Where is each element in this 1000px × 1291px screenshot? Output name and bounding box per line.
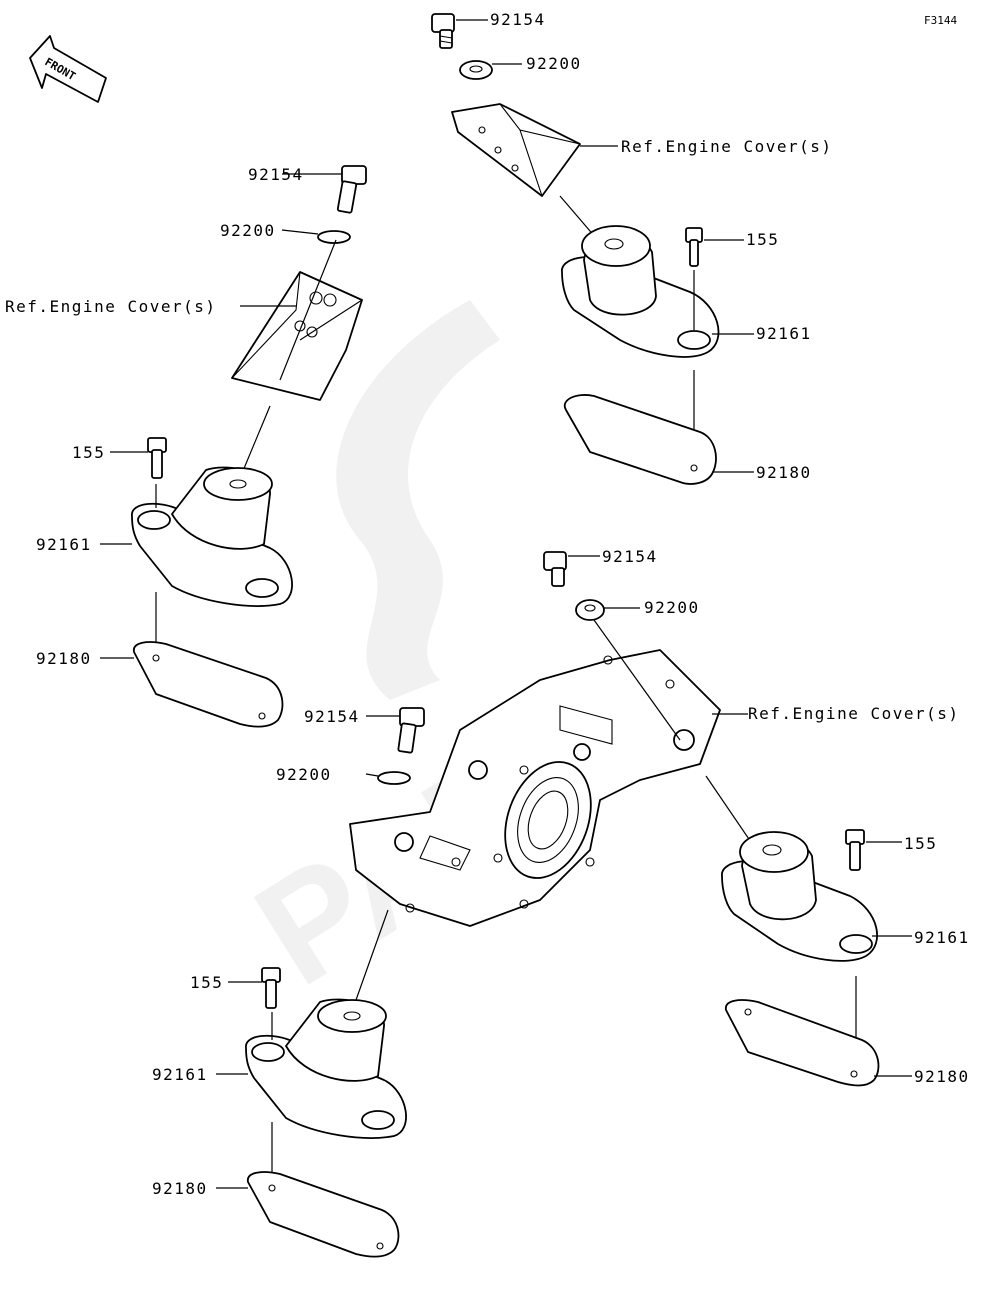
small-bolt-icon (147, 437, 167, 479)
label-ref-engine-cover-top: Ref.Engine Cover(s) (621, 137, 833, 156)
gasket-icon (247, 1171, 400, 1258)
part-labels: 92154 92200 Ref.Engine Cover(s) 155 9216… (5, 10, 970, 1198)
label-92161-top: 92161 (756, 324, 812, 343)
label-92161-lower: 92161 (152, 1065, 208, 1084)
label-ref-engine-cover-left: Ref.Engine Cover(s) (5, 297, 217, 316)
label-92200-center: 92200 (644, 598, 700, 617)
label-ref-engine-cover-center: Ref.Engine Cover(s) (748, 704, 960, 723)
engine-mount-icon (131, 466, 293, 607)
engine-mount-icon (561, 225, 720, 358)
label-92200-left: 92200 (220, 221, 276, 240)
label-92180-left: 92180 (36, 649, 92, 668)
assembly-lower-left (216, 707, 425, 1258)
label-92154-lower: 92154 (304, 707, 360, 726)
label-92200-lower: 92200 (276, 765, 332, 784)
label-92154-top: 92154 (490, 10, 546, 29)
label-92180-right: 92180 (914, 1067, 970, 1086)
washer-icon (575, 599, 605, 621)
label-92180-lower: 92180 (152, 1179, 208, 1198)
engine-mount-icon (245, 998, 407, 1139)
gasket-icon (133, 641, 284, 728)
label-92154-left: 92154 (248, 165, 304, 184)
bolt-icon (397, 707, 425, 754)
label-92161-right: 92161 (914, 928, 970, 947)
engine-cover-bracket-icon (451, 103, 581, 197)
label-92154-center: 92154 (602, 547, 658, 566)
label-92200-top: 92200 (526, 54, 582, 73)
assembly-left (100, 165, 367, 728)
label-155-top: 155 (746, 230, 779, 249)
front-arrow-icon: FRONT (29, 35, 107, 103)
washer-icon (377, 771, 411, 785)
gasket-icon (725, 999, 880, 1087)
label-155-lower: 155 (190, 973, 223, 992)
label-92161-left: 92161 (36, 535, 92, 554)
washer-icon (459, 60, 493, 80)
label-155-right: 155 (904, 834, 937, 853)
bolt-icon (431, 13, 455, 49)
figure-code: F3144 (924, 14, 957, 27)
bolt-icon (543, 551, 567, 587)
assembly-top-right (431, 13, 754, 485)
small-bolt-icon (845, 829, 865, 871)
washer-icon (317, 230, 351, 244)
gasket-icon (563, 394, 717, 485)
bolt-icon (336, 165, 367, 214)
assembly-center-right (543, 551, 912, 1087)
small-bolt-icon (261, 967, 281, 1009)
engine-cover-icon (349, 649, 721, 927)
engine-mount-icon (721, 831, 878, 962)
small-bolt-icon (685, 227, 703, 267)
label-155-left: 155 (72, 443, 105, 462)
label-92180-top: 92180 (756, 463, 812, 482)
